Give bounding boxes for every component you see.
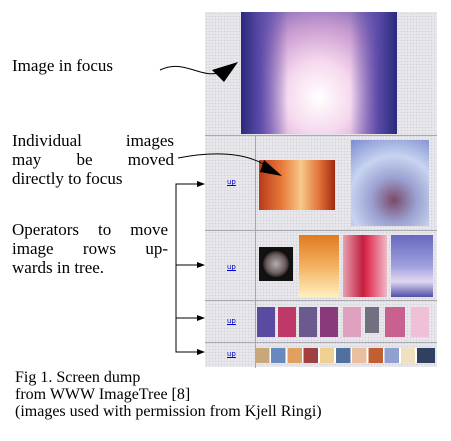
thumbnail-purple-sky[interactable] — [391, 235, 433, 297]
thumbnail-row3-7[interactable] — [385, 307, 405, 337]
figure-caption: Fig 1. Screen dump from WWW ImageTree [8… — [15, 369, 322, 420]
label-operators-line-3: wards in tree. — [12, 258, 105, 277]
bracket-arrow-3-icon — [197, 315, 205, 321]
image-row-2: up — [205, 230, 437, 301]
caption-line-2: from WWW ImageTree [8] — [15, 386, 191, 403]
circle-pattern-icon — [263, 251, 289, 277]
label-operators-line-1: Operators to move — [12, 220, 168, 239]
label-individual-images: Individual images may be moved directly … — [12, 131, 174, 188]
image-row-4: up — [205, 342, 437, 368]
label-operators: Operators to move image rows up- wards i… — [12, 220, 168, 277]
operator-cell: up — [205, 343, 256, 368]
operator-bracket — [175, 183, 198, 353]
thumbnail-strip — [255, 348, 435, 363]
thumbnail-row3-4[interactable] — [320, 307, 338, 337]
label-individual-line-2: may be moved — [12, 150, 174, 169]
thumbnail-tree-sky[interactable] — [351, 140, 429, 226]
thumbnail-row3-8[interactable] — [411, 307, 429, 337]
move-row-up-link[interactable]: up — [227, 317, 236, 325]
thumbnail-orange-curtain[interactable] — [259, 160, 335, 210]
label-individual-line-3: directly to focus — [12, 169, 123, 188]
image-row-1: up — [205, 135, 437, 231]
move-row-up-link[interactable]: up — [227, 263, 236, 271]
thumbnail-orange-gradient[interactable] — [299, 235, 339, 297]
focus-image — [241, 12, 397, 134]
bracket-arrow-2-icon — [197, 262, 205, 268]
thumbnail-row3-2[interactable] — [278, 307, 296, 337]
bracket-arrow-1-icon — [197, 181, 205, 187]
caption-line-3: (images used with permission from Kjell … — [15, 403, 322, 420]
label-image-in-focus: Image in focus — [12, 56, 114, 75]
thumbnail-row3-6[interactable] — [365, 307, 379, 333]
operator-cell: up — [205, 231, 256, 301]
thumbnail-dark-circle[interactable] — [259, 247, 293, 281]
operator-cell: up — [205, 301, 256, 343]
caption-line-1: Fig 1. Screen dump — [15, 369, 141, 386]
move-row-up-link[interactable]: up — [227, 350, 236, 358]
imagetree-screenshot: up up up up — [205, 12, 437, 368]
image-row-3: up — [205, 300, 437, 343]
move-row-up-link[interactable]: up — [227, 178, 236, 186]
label-individual-line-1: Individual images — [12, 131, 174, 150]
thumbnail-row3-1[interactable] — [257, 307, 275, 337]
bracket-arrow-4-icon — [197, 349, 205, 355]
operator-cell: up — [205, 136, 256, 231]
label-operators-line-2: image rows up- — [12, 239, 168, 258]
thumbnail-row3-3[interactable] — [299, 307, 317, 337]
thumbnail-red-falls[interactable] — [343, 235, 387, 297]
thumbnail-row3-5[interactable] — [343, 307, 361, 337]
